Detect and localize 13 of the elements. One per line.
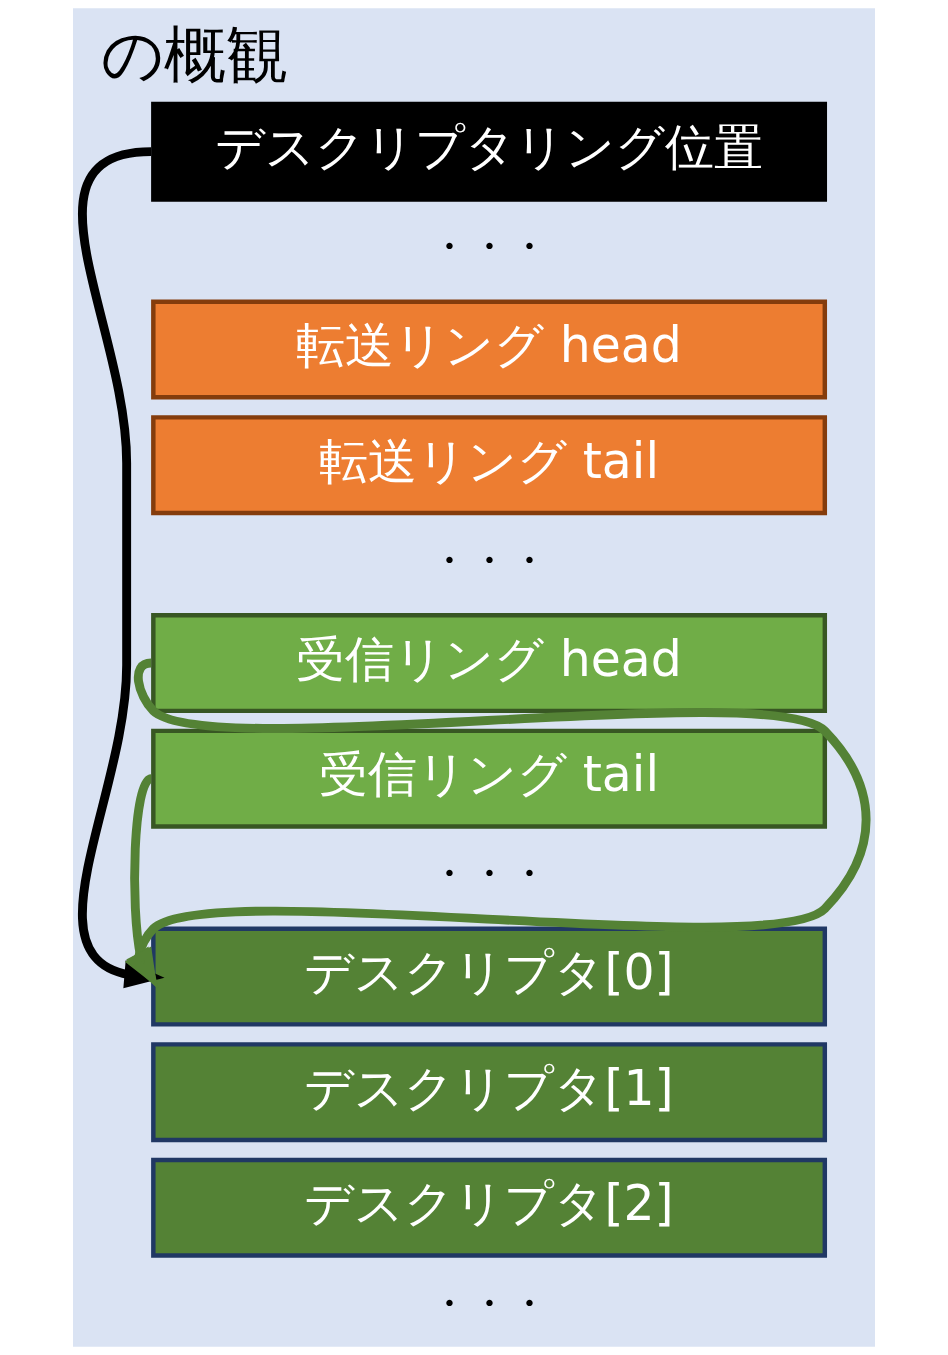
node-box: 転送リング tail bbox=[151, 415, 828, 516]
node-box: デスクリプタ[1] bbox=[151, 1042, 828, 1143]
diagram-title: の概観 bbox=[100, 17, 288, 91]
node-box: デスクリプタ[2] bbox=[151, 1157, 828, 1258]
node-box: 受信リング head bbox=[151, 613, 828, 714]
node-box: 転送リング head bbox=[151, 299, 828, 400]
node-box: デスクリプタ[0] bbox=[151, 926, 828, 1027]
node-box: 受信リング tail bbox=[151, 728, 828, 829]
node-box: デスクリプタリング位置 bbox=[151, 101, 828, 202]
label: ・・・ bbox=[429, 1279, 550, 1326]
label: ・・・ bbox=[429, 850, 550, 897]
label: ・・・ bbox=[429, 536, 550, 583]
label: ・・・ bbox=[429, 223, 550, 270]
